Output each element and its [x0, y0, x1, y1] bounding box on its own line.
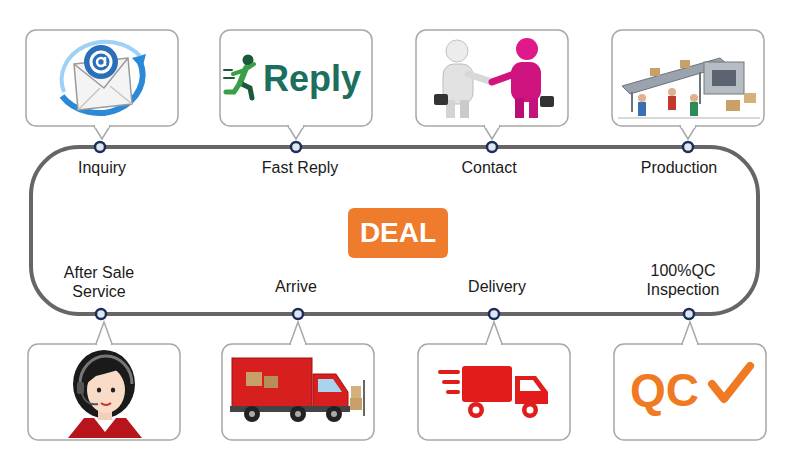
handshake-icon: [434, 38, 554, 118]
step-label: Delivery: [468, 277, 526, 296]
step-label: Inquiry: [78, 158, 126, 177]
step-label: 100%QC Inspection: [633, 261, 733, 299]
support-icon: [68, 350, 142, 438]
truck-icon: [230, 358, 364, 422]
check-mark: [712, 366, 750, 399]
callout-joins: [95, 125, 697, 346]
deal-badge: DEAL: [348, 208, 448, 258]
step-label: After Sale Service: [49, 263, 149, 301]
step-label: Contact: [461, 158, 516, 177]
process-loop: [31, 147, 758, 314]
delivery-icon: [440, 366, 548, 418]
production-icon: [618, 58, 760, 118]
runner-icon: [224, 55, 254, 99]
icon-text: Reply: [263, 57, 361, 100]
email-icon: [62, 42, 146, 113]
step-dots: [95, 142, 694, 319]
badge-text: DEAL: [360, 217, 436, 249]
callout-boxes: [26, 30, 766, 440]
icon-text: QC: [630, 363, 699, 418]
step-label: Fast Reply: [262, 158, 338, 177]
step-label: Arrive: [275, 277, 317, 296]
step-label: Production: [641, 158, 718, 177]
